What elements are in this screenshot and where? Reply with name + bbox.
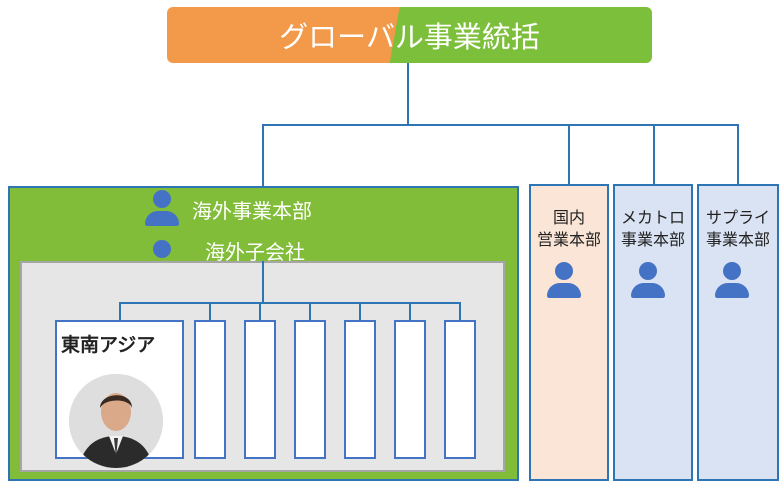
division-label-line1: メカトロ xyxy=(620,208,685,227)
division-label-line2: 営業本部 xyxy=(536,230,601,249)
person-icon xyxy=(631,262,665,298)
connector-to-domestic xyxy=(568,124,570,185)
country-box xyxy=(194,320,226,459)
overseas-subsidiary-label: 海外子会社 xyxy=(205,240,305,264)
subsidiary-connector-drop xyxy=(409,302,411,321)
division-label-line1: 国内 xyxy=(552,208,585,227)
subsidiary-connector-drop xyxy=(309,302,311,321)
subsidiary-connector-drop xyxy=(259,302,261,321)
subsidiary-connector-vertical xyxy=(262,261,264,303)
connector-to-supply xyxy=(737,124,739,185)
division-label-line1: サプライ xyxy=(705,208,770,227)
mechatronics-division: メカトロ 事業本部 xyxy=(613,184,693,481)
connector-top-vertical xyxy=(407,63,409,125)
country-box xyxy=(244,320,276,459)
representative-photo xyxy=(69,374,163,468)
global-business-title: グローバル事業統括 xyxy=(279,20,540,54)
connector-to-overseas xyxy=(262,124,264,187)
division-label-line2: 事業本部 xyxy=(705,230,770,249)
global-business-header: グローバル事業統括 xyxy=(167,7,652,63)
subsidiary-connector-horizontal xyxy=(119,302,460,304)
connector-to-mechatro xyxy=(653,124,655,185)
country-box xyxy=(444,320,476,459)
domestic-sales-division: 国内 営業本部 xyxy=(529,184,609,481)
subsidiary-connector-drop xyxy=(459,302,461,321)
country-label: 東南アジア xyxy=(61,334,156,356)
division-label-line2: 事業本部 xyxy=(620,230,685,249)
subsidiary-connector-drop xyxy=(209,302,211,321)
overseas-division-label: 海外事業本部 xyxy=(192,199,312,223)
supply-division: サプライ 事業本部 xyxy=(697,184,779,481)
subsidiary-connector-drop xyxy=(119,302,121,321)
country-box xyxy=(344,320,376,459)
country-box xyxy=(294,320,326,459)
subsidiary-connector-drop xyxy=(359,302,361,321)
person-icon xyxy=(715,262,749,298)
country-box xyxy=(394,320,426,459)
person-icon xyxy=(145,190,179,226)
person-icon xyxy=(547,262,581,298)
connector-top-horizontal xyxy=(262,124,739,126)
